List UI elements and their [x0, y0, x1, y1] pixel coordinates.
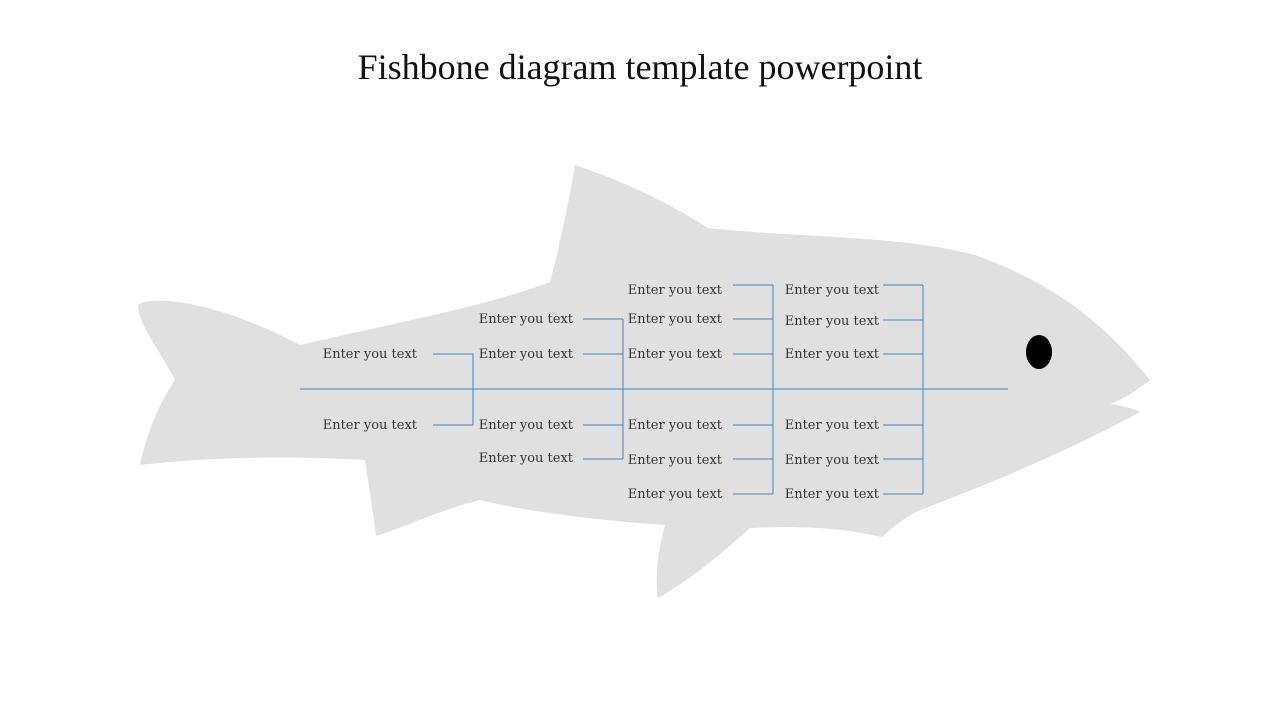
label-c3: Enter you text [628, 418, 723, 433]
bone-c1-upper [433, 353, 474, 389]
label-c4: Enter you text [785, 347, 880, 362]
label-c2: Enter you text [479, 418, 574, 433]
label-c2: Enter you text [479, 312, 574, 327]
label-c3: Enter you text [628, 283, 723, 298]
label-c4: Enter you text [785, 418, 880, 433]
label-c4: Enter you text [785, 453, 880, 468]
page-title: Fishbone diagram template powerpoint [357, 47, 923, 87]
fish-eye [1026, 335, 1052, 369]
fish-body [138, 165, 1150, 598]
label-c2: Enter you text [479, 451, 574, 466]
label-c1: Enter you text [323, 418, 418, 433]
label-c4: Enter you text [785, 283, 880, 298]
label-c4: Enter you text [785, 314, 880, 329]
label-c4: Enter you text [785, 487, 880, 502]
bone-c1-lower [433, 389, 474, 426]
label-c3: Enter you text [628, 312, 723, 327]
label-c1: Enter you text [323, 347, 418, 362]
label-c2: Enter you text [479, 347, 574, 362]
label-c3: Enter you text [628, 487, 723, 502]
label-c3: Enter you text [628, 347, 723, 362]
label-c3: Enter you text [628, 453, 723, 468]
label-group: Enter you text Enter you text Enter you … [323, 283, 880, 502]
bone-lines [300, 284, 1008, 495]
